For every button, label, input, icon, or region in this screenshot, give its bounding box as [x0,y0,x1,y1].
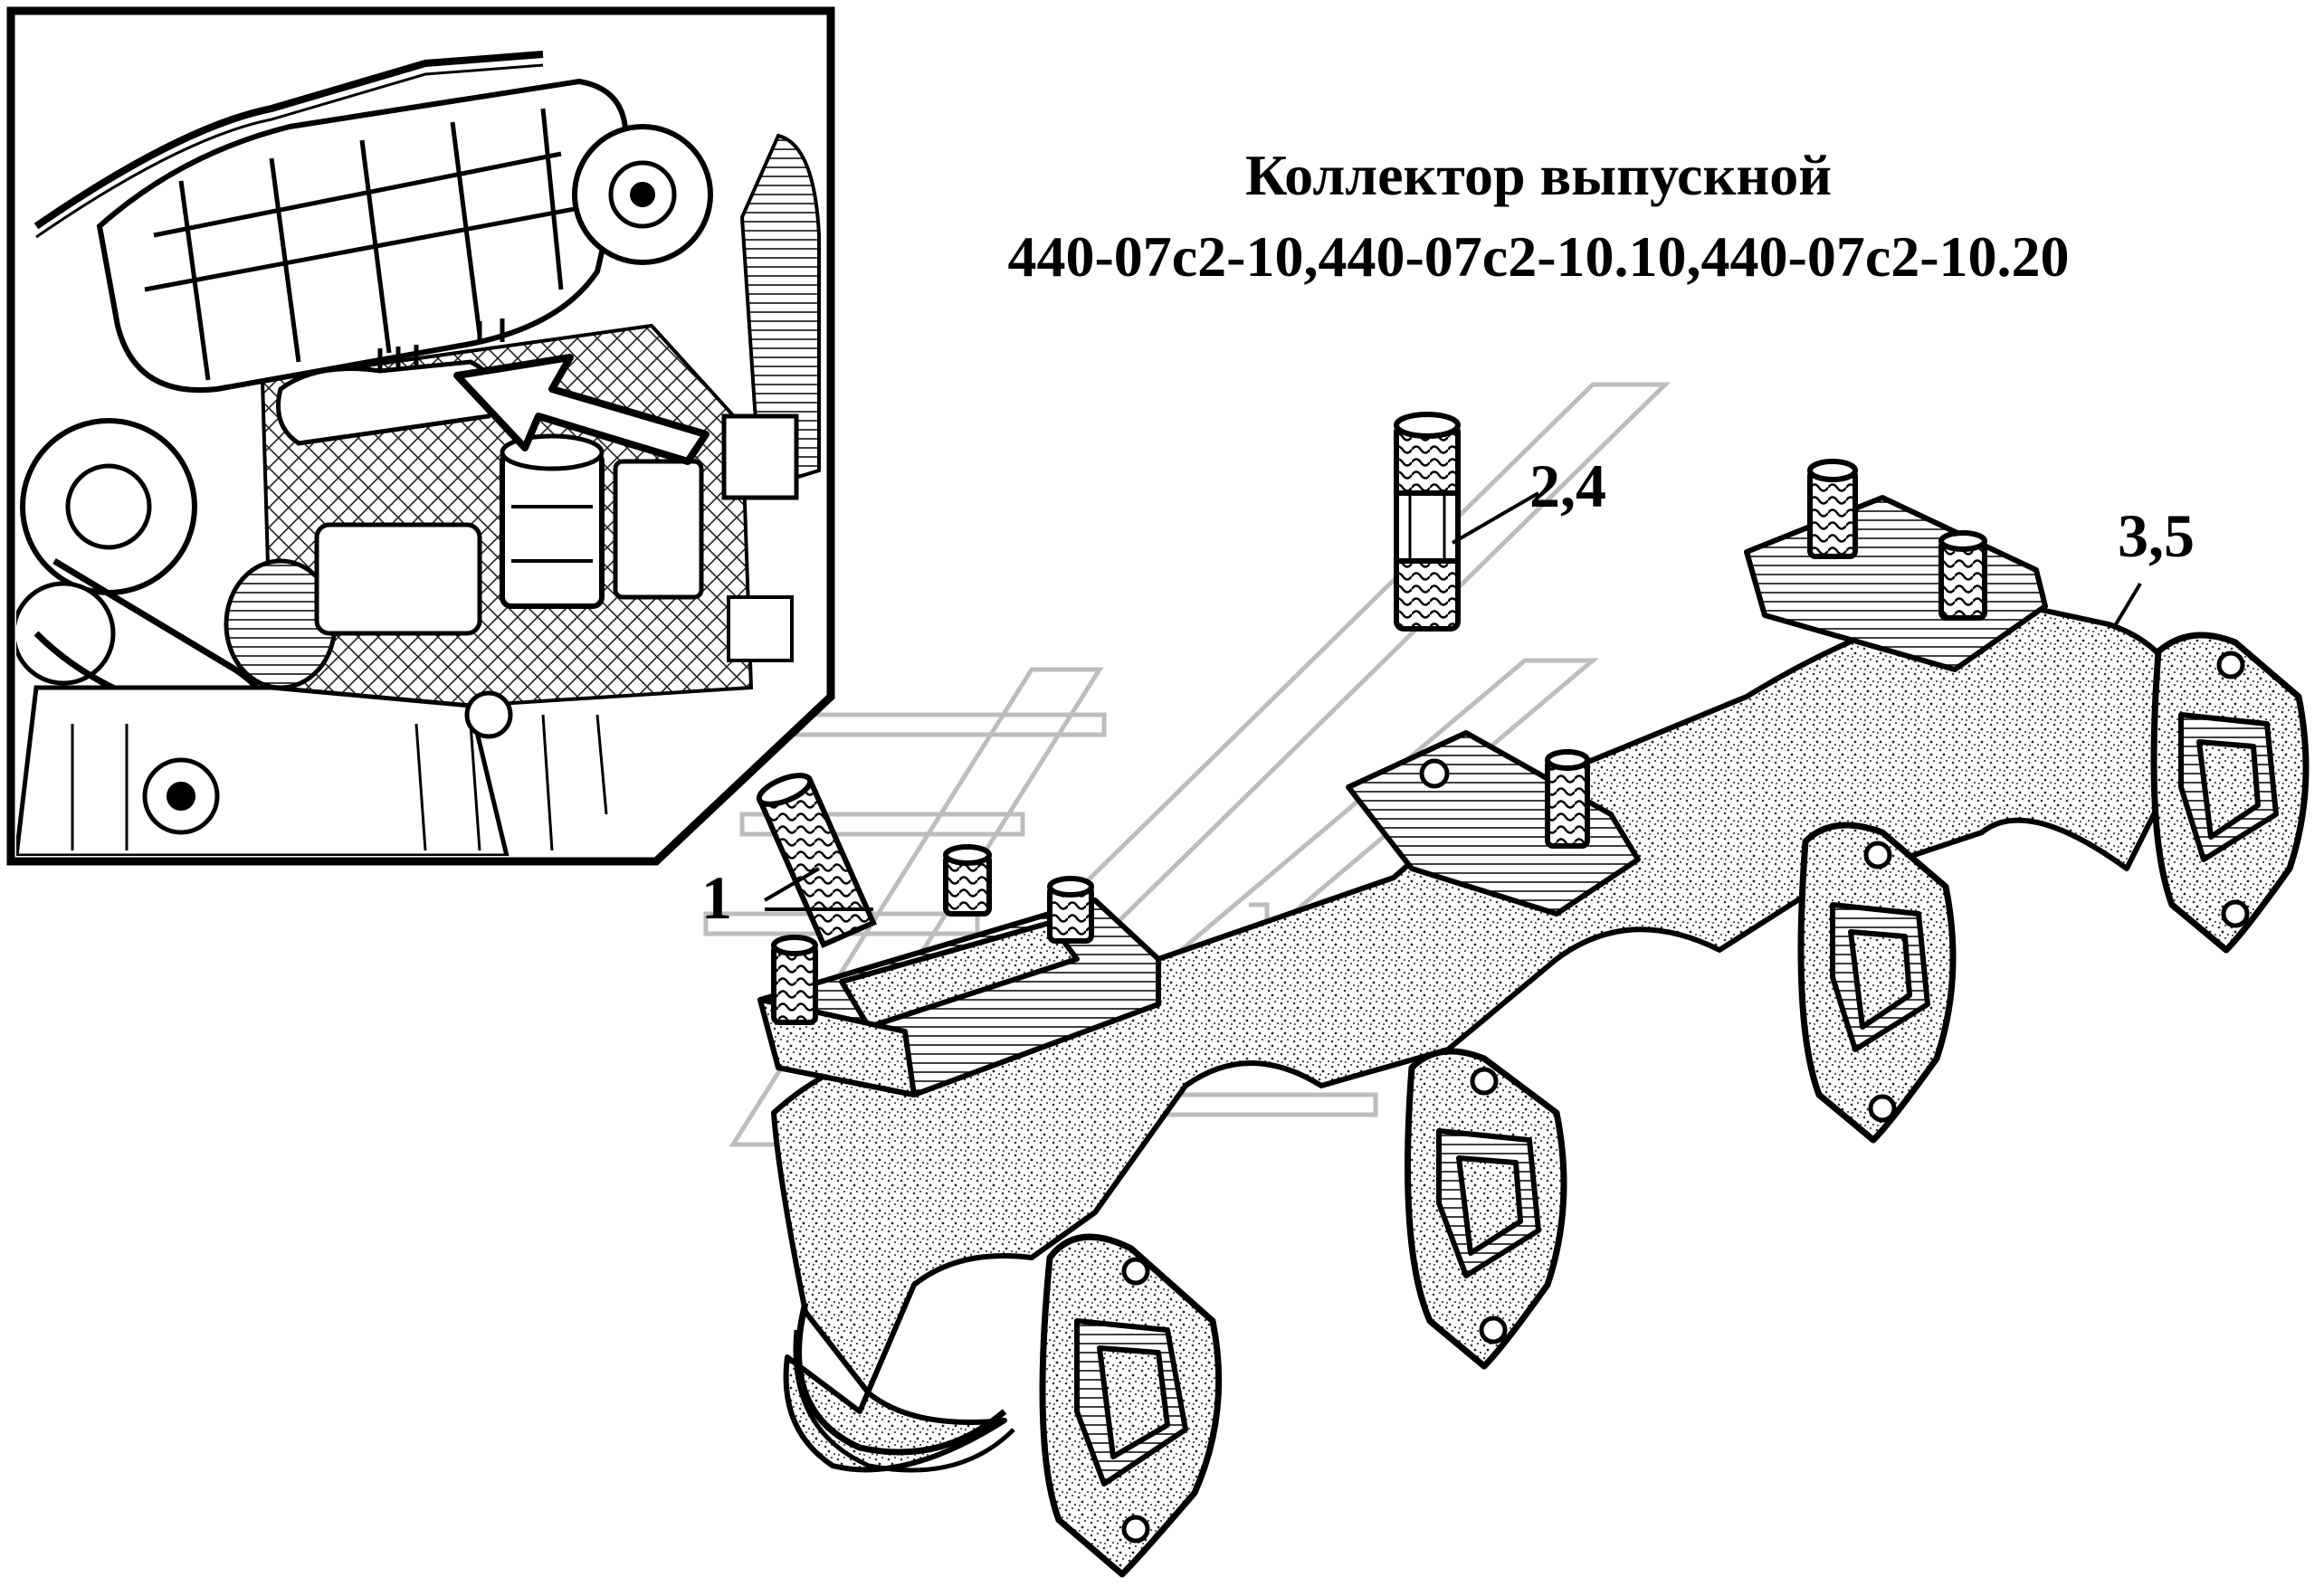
location-arrow-icon [453,354,710,465]
manifold-stud-c [1047,876,1094,944]
manifold-stud-a [771,935,818,1025]
callout-label-1: 1 [701,863,732,932]
manifold-stud-e [1807,459,1858,559]
stud-short-part [756,773,877,948]
manifold-stud-f [1938,530,1987,621]
manifold-stud-d [1545,749,1590,849]
exhaust-manifold [757,459,2310,1578]
callout-leaders [763,491,2142,911]
diagram-title-line-1: Коллектор выпускной [1245,143,1832,207]
callout-label-3-5: 3,5 [2118,501,2195,570]
manifold-stud-b [943,844,992,917]
stud-long-part [1394,412,1461,632]
engine-overview-icon [6,6,835,866]
diagram-title-line-2: 440-07с2-10,440-07с2-10.10,440-07с2-10.2… [1007,224,2069,289]
callout-label-2-4: 2,4 [1529,451,1606,520]
